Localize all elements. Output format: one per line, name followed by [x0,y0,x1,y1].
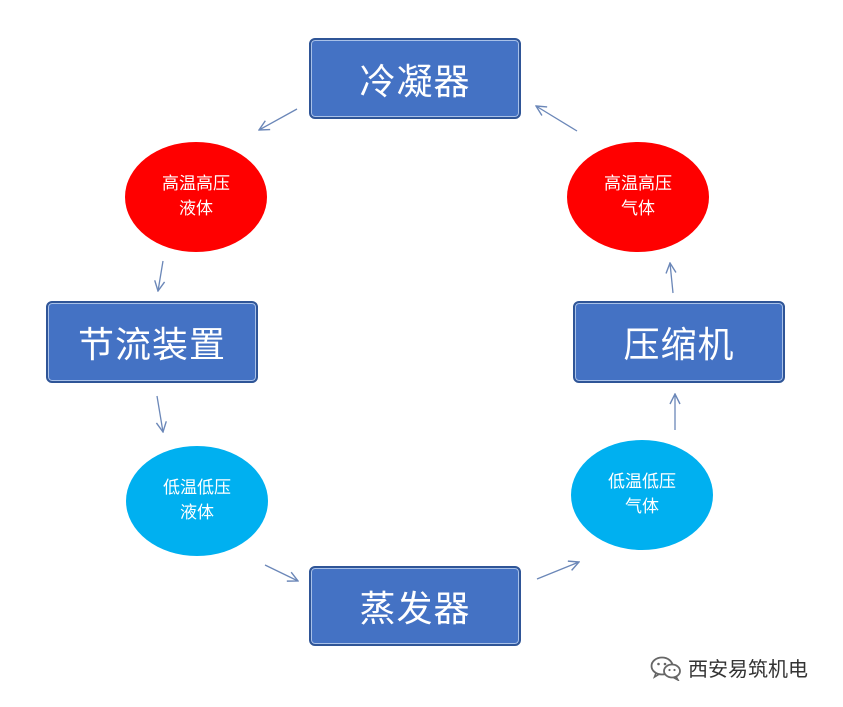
lp-liquid-state: 低温低压 液体 [126,446,268,556]
lp-gas-line2: 气体 [625,497,659,517]
hp-liquid-line2: 液体 [179,199,213,219]
hp-gas-line1: 高温高压 [604,174,672,194]
lp-gas-state: 低温低压 气体 [571,440,713,550]
condenser-label: 冷凝器 [359,61,471,103]
evaporator-label: 蒸发器 [359,589,471,630]
hp-liquid-state: 高温高压 液体 [125,142,267,252]
lp-liquid-line2: 液体 [180,503,214,523]
wechat-icon [650,655,682,681]
hp-gas-line2: 气体 [621,199,655,219]
compressor-box: 压缩机 [573,301,785,383]
hp-gas-state: 高温高压 气体 [567,142,709,252]
compressor-label: 压缩机 [623,325,735,366]
condenser-box: 冷凝器 [309,38,521,119]
arrow-lp-liquid-to-evaporator [264,564,298,581]
arrow-compressor-to-hp-gas [670,263,673,294]
throttle-device-label: 节流装置 [77,325,226,366]
hp-liquid-line1: 高温高压 [162,174,230,194]
arrow-throttle-to-lp-liquid [157,395,163,432]
watermark: 西安易筑机电 [650,653,808,682]
watermark-text: 西安易筑机电 [688,657,808,681]
arrow-condenser-to-hp-liquid [259,108,298,130]
arrow-hp-liquid-to-throttle [158,260,163,291]
evaporator-box: 蒸发器 [309,566,521,646]
arrow-hp-gas-to-condenser [536,106,578,132]
lp-liquid-line1: 低温低压 [163,478,231,498]
throttle-device-box: 节流装置 [46,301,258,383]
arrow-evaporator-to-lp-gas [536,562,579,580]
lp-gas-line1: 低温低压 [608,472,676,492]
